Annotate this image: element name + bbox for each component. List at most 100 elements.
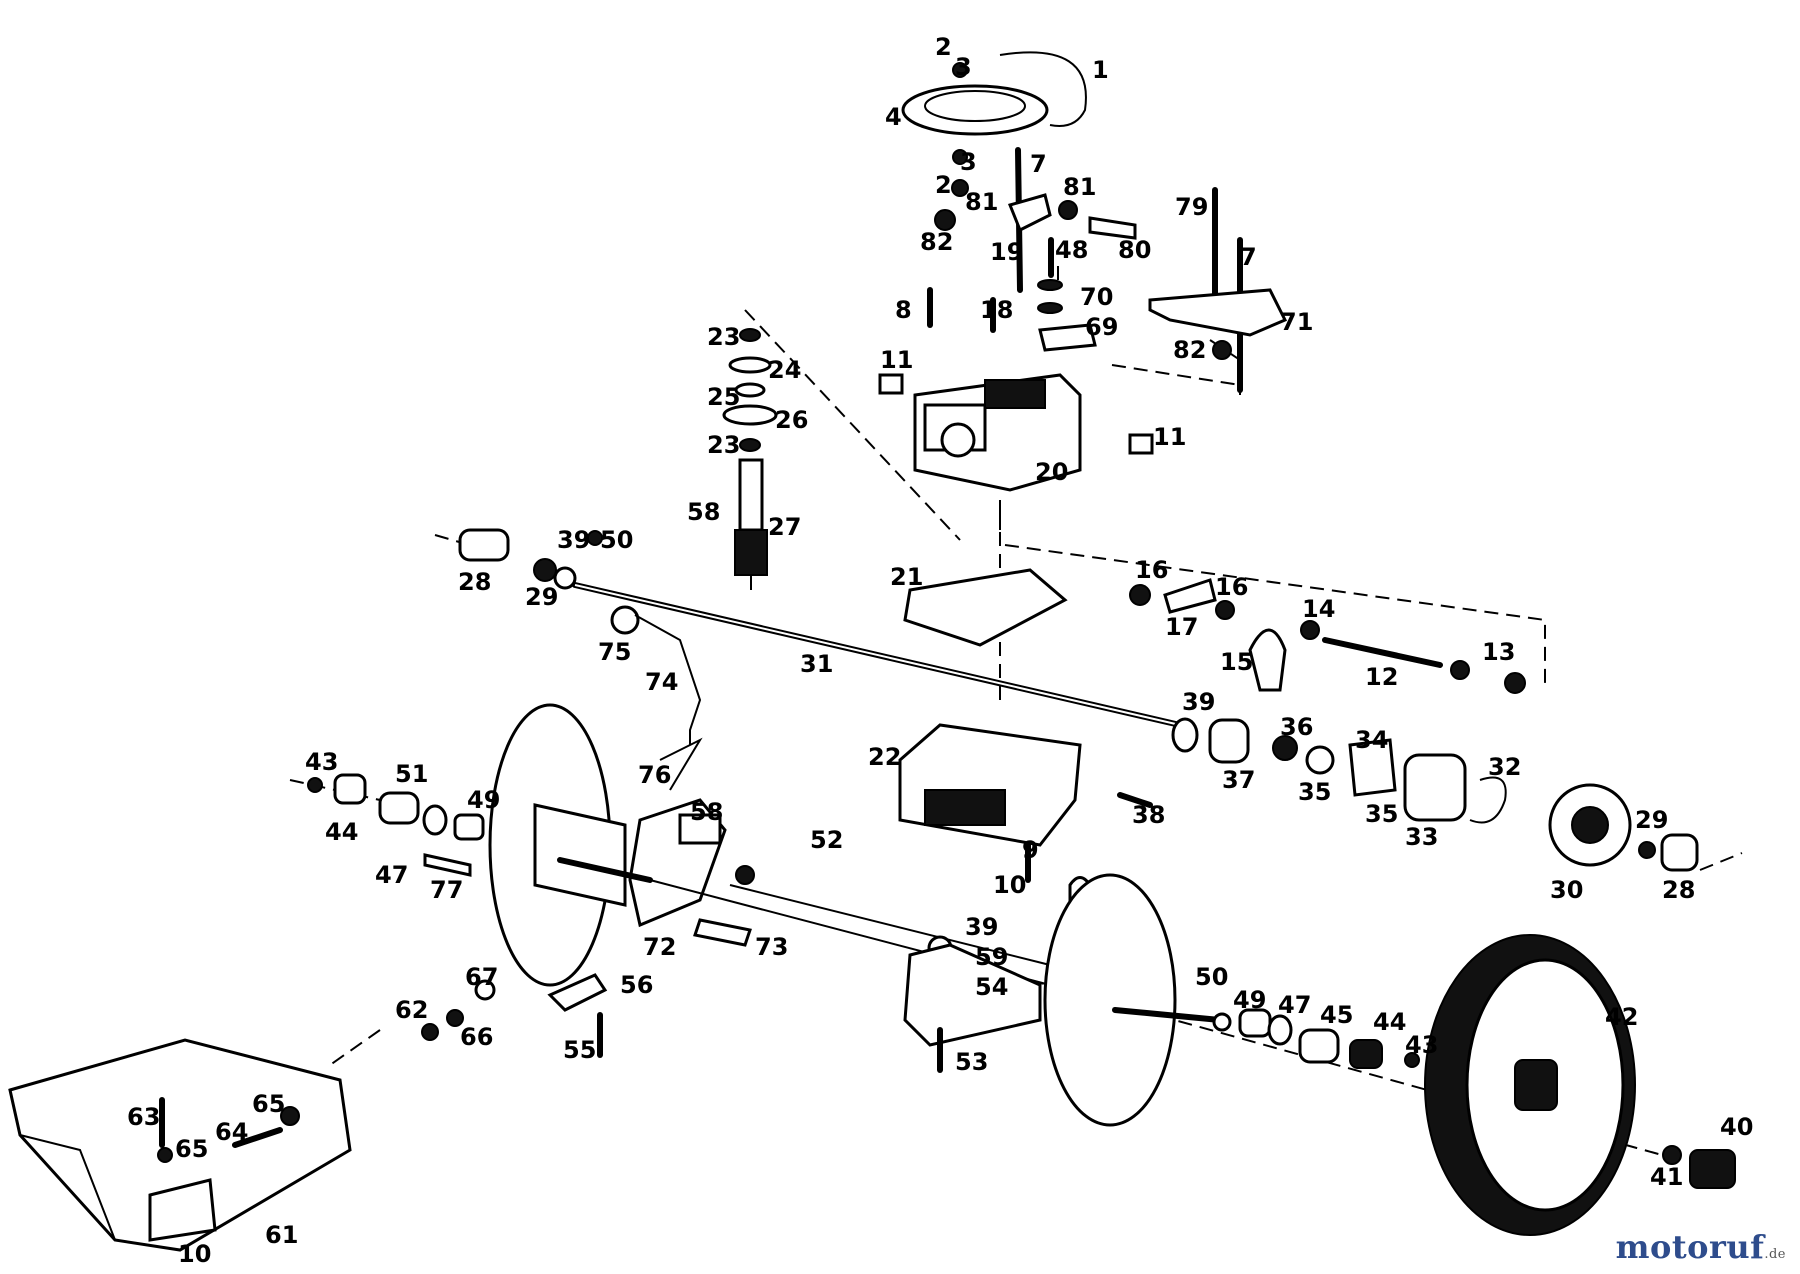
axle-part-highlight xyxy=(574,584,1181,726)
part-label: 82 xyxy=(1173,336,1206,364)
gearbox-housing-group xyxy=(913,373,1082,530)
part-label: 19 xyxy=(990,238,1023,266)
part-label: 51 xyxy=(395,760,428,788)
part-label: 30 xyxy=(1550,876,1583,904)
worm-shaft-part xyxy=(738,458,764,532)
part-label: 23 xyxy=(707,323,740,351)
shift-rod-part xyxy=(634,614,702,745)
nut-part xyxy=(1349,1039,1383,1069)
part-label: 20 xyxy=(1035,458,1068,486)
drive-belt-part xyxy=(999,51,1087,127)
nut-part xyxy=(307,777,323,793)
height-adjuster-part xyxy=(903,943,1042,1047)
part-label: 11 xyxy=(1153,423,1186,451)
part-label: 81 xyxy=(1063,173,1096,201)
lever-block xyxy=(678,813,722,845)
stub-axle-part xyxy=(557,857,653,883)
part-label: 32 xyxy=(1488,753,1521,781)
nut-part xyxy=(1212,340,1232,360)
part-label: 38 xyxy=(1132,801,1165,829)
part-label: 50 xyxy=(1195,963,1228,991)
part-label: 74 xyxy=(645,668,678,696)
part-label: 35 xyxy=(1365,800,1398,828)
part-label: 9 xyxy=(1022,836,1039,864)
hub-plate-part xyxy=(533,803,627,907)
part-label: 41 xyxy=(1650,1163,1683,1191)
part-label: 58 xyxy=(687,498,720,526)
part-label: 59 xyxy=(975,943,1008,971)
nut-part xyxy=(735,865,755,885)
part-label: 2 xyxy=(935,171,952,199)
washer-part xyxy=(952,62,968,78)
part-label: 61 xyxy=(265,1221,298,1249)
washer-part xyxy=(1037,279,1063,291)
part-label: 21 xyxy=(890,563,923,591)
part-label: 18 xyxy=(980,296,1013,324)
guide-line-right-end xyxy=(1699,852,1743,871)
part-label: 29 xyxy=(1635,806,1668,834)
part-label: 3 xyxy=(955,53,972,81)
guide-line-gearbox xyxy=(744,309,961,541)
washer-part xyxy=(728,356,772,374)
spring-coil-part xyxy=(1348,738,1397,797)
part-label: 3 xyxy=(960,148,977,176)
rear-cover-part xyxy=(8,1038,352,1252)
part-label: 2 xyxy=(935,33,952,61)
part-label: 54 xyxy=(975,973,1008,1001)
gear-train-group xyxy=(1117,578,1699,872)
part-label: 43 xyxy=(305,748,338,776)
part-label: 82 xyxy=(920,228,953,256)
washer-part xyxy=(1037,302,1063,314)
part-label: 14 xyxy=(1302,595,1335,623)
nut-part xyxy=(1450,660,1470,680)
pulley-part xyxy=(901,84,1049,136)
part-label: 80 xyxy=(1118,236,1151,264)
part-label: 76 xyxy=(638,761,671,789)
part-label: 25 xyxy=(707,383,740,411)
part-label: 16 xyxy=(1135,556,1168,584)
spring-part xyxy=(1163,578,1217,614)
pin-part xyxy=(1117,792,1153,808)
part-label: 33 xyxy=(1405,823,1438,851)
bearing-part xyxy=(1272,735,1298,761)
part-label: 27 xyxy=(768,513,801,541)
part-label: 44 xyxy=(1373,1008,1406,1036)
part-label: 47 xyxy=(1278,991,1311,1019)
part-label: 62 xyxy=(395,996,428,1024)
part-label: 48 xyxy=(1055,236,1088,264)
part-label: 39 xyxy=(1182,688,1215,716)
gearbox-bearing xyxy=(940,422,976,458)
part-label: 12 xyxy=(1365,663,1398,691)
part-label: 23 xyxy=(707,431,740,459)
nut-part xyxy=(951,179,969,197)
washer-part xyxy=(1404,1052,1420,1068)
washer-part xyxy=(1212,1012,1232,1032)
bearing-part xyxy=(722,404,778,426)
part-label: 29 xyxy=(525,583,558,611)
part-label: 52 xyxy=(810,826,843,854)
washer-part xyxy=(739,438,761,452)
gearbox-fins xyxy=(984,379,1046,409)
part-label: 37 xyxy=(1222,766,1255,794)
washer-part xyxy=(1129,584,1151,606)
part-label: 75 xyxy=(598,638,631,666)
part-label: 65 xyxy=(175,1135,208,1163)
motoruf-logo: motoruf.de xyxy=(1616,1228,1786,1266)
bearing-part xyxy=(1298,1028,1340,1064)
bracket-plate-part xyxy=(1148,288,1288,337)
part-label: 81 xyxy=(965,188,998,216)
part-label: 31 xyxy=(800,650,833,678)
part-label: 71 xyxy=(1280,308,1313,336)
gear-hub xyxy=(1571,806,1609,844)
washer-part xyxy=(553,566,577,590)
rim-hub xyxy=(1514,1059,1558,1111)
part-label: 53 xyxy=(955,1048,988,1076)
part-label: 65 xyxy=(252,1090,285,1118)
washer-part xyxy=(446,1009,464,1027)
nut-part xyxy=(1662,1145,1682,1165)
nut-part xyxy=(474,979,496,1001)
washer-part xyxy=(533,558,557,582)
washer-part xyxy=(1305,745,1335,775)
part-label: 45 xyxy=(1320,1001,1353,1029)
